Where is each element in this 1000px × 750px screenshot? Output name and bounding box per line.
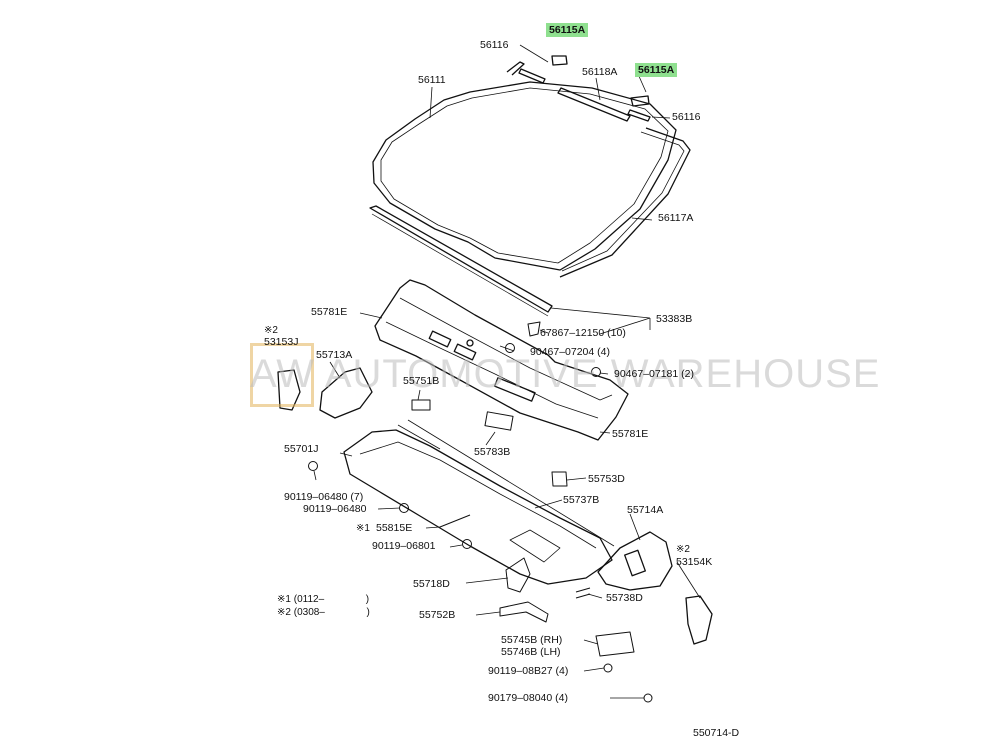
legend-note-2-mark: ※2: [277, 607, 291, 618]
label-90467-07204[interactable]: 90467–07204 (4): [530, 346, 610, 358]
side-pads: [277, 369, 713, 645]
label-55783b[interactable]: 55783B: [474, 446, 511, 458]
watermark: AW AUTOMOTIVE WAREHOUSE: [250, 352, 881, 396]
cowl-louver: [374, 279, 629, 441]
watermark-logo-box: [250, 343, 314, 407]
label-55752b[interactable]: 55752B: [419, 609, 456, 621]
legend-note-1-mark: ※1: [277, 594, 291, 605]
legend-note-2-close: ): [366, 607, 370, 618]
label-90467-07181[interactable]: 90467–07181 (2): [614, 368, 694, 380]
leader-lines: [313, 44, 701, 699]
legend-note-2-text: (0308–: [293, 607, 325, 618]
label-90119-06801[interactable]: 90119–06801: [372, 540, 436, 552]
label-56111[interactable]: 56111: [418, 74, 446, 86]
legend-notes: ※1 (0112– ) ※2 (0308– ): [277, 594, 370, 618]
small-parts: [308, 321, 653, 703]
label-53153j[interactable]: 53153J: [264, 336, 299, 348]
glass-moulding: [506, 61, 691, 278]
label-55737b[interactable]: 55737B: [563, 494, 600, 506]
label-56116-right[interactable]: 56116: [672, 111, 701, 123]
cowl-side-brackets: [319, 367, 673, 591]
cowl-panel: [343, 419, 615, 585]
label-53154k[interactable]: 53154K: [676, 556, 713, 568]
label-56115a-top[interactable]: 56115A: [546, 23, 589, 37]
label-55815e[interactable]: 55815E: [376, 522, 413, 534]
label-55713a[interactable]: 55713A: [316, 349, 353, 361]
label-55738d[interactable]: 55738D: [606, 592, 643, 604]
moulding-clips: [518, 55, 651, 122]
label-53383b[interactable]: 53383B: [656, 313, 693, 325]
legend-note-1: ※1 (0112– ): [277, 594, 370, 605]
note-mark-53154k: ※2: [676, 544, 690, 555]
label-90119-08827[interactable]: 90119–08B27 (4): [488, 665, 569, 677]
label-90119-06480[interactable]: 90119–06480: [303, 503, 367, 515]
label-56115a-right[interactable]: 56115A: [635, 63, 678, 77]
label-55714a[interactable]: 55714A: [627, 504, 664, 516]
label-90179-08040[interactable]: 90179–08040 (4): [488, 692, 568, 704]
note-mark-53153j: ※2: [264, 325, 278, 336]
label-55745b[interactable]: 55745B (RH): [501, 634, 563, 646]
hood-seal: [369, 205, 553, 317]
legend-note-1-close: ): [365, 594, 370, 605]
label-55781e-bottom[interactable]: 55781E: [612, 428, 649, 440]
windshield-glass: [372, 81, 677, 271]
legend-note-2: ※2 (0308– ): [277, 607, 370, 618]
label-56118a[interactable]: 56118A: [582, 66, 618, 78]
label-90119-06480-7[interactable]: 90119–06480 (7): [284, 491, 364, 503]
label-55718d[interactable]: 55718D: [413, 578, 450, 590]
label-55746b[interactable]: 55746B (LH): [501, 646, 561, 658]
legend-note-1-text: (0112–: [293, 594, 325, 605]
label-55781e-top[interactable]: 55781E: [311, 306, 348, 318]
label-55751b[interactable]: 55751B: [403, 375, 440, 387]
label-56117a[interactable]: 56117A: [658, 212, 694, 224]
label-67867-12150[interactable]: 67867–12150 (10): [540, 327, 626, 339]
label-56116-top[interactable]: 56116: [480, 39, 509, 51]
label-55701j[interactable]: 55701J: [284, 443, 319, 455]
label-55753d[interactable]: 55753D: [588, 473, 625, 485]
note-mark-55815e: ※1: [356, 523, 370, 534]
diagram-code: 550714-D: [693, 727, 740, 739]
